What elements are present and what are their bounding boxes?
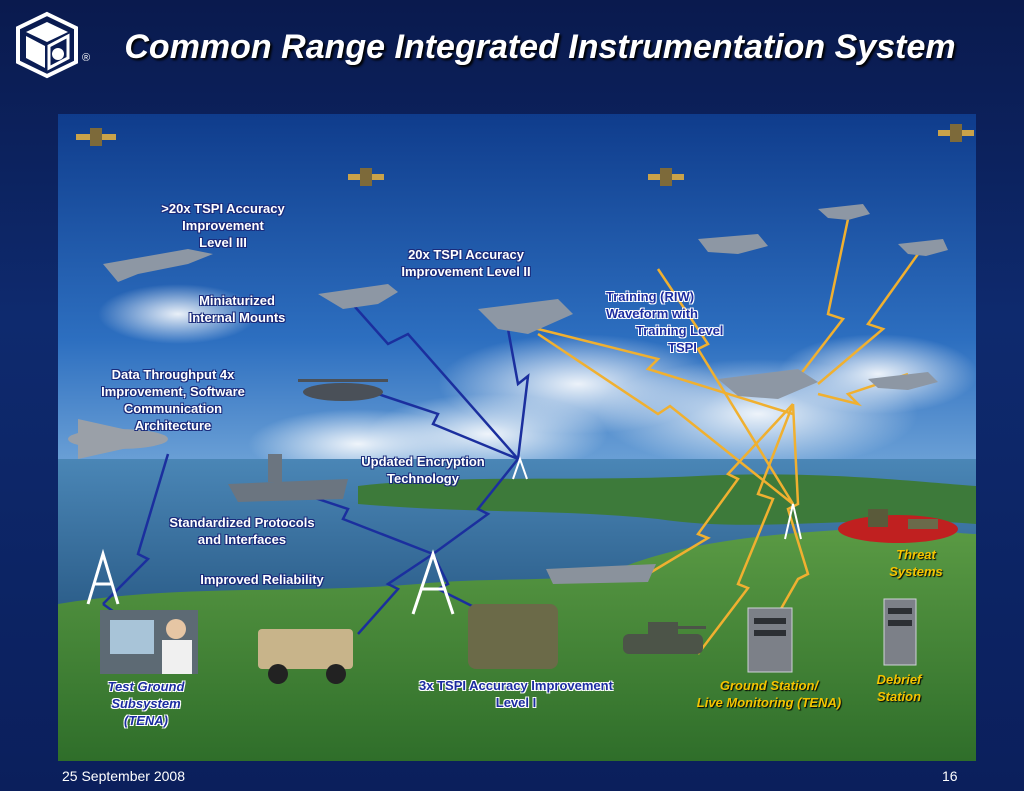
label-line: Waveform with	[606, 306, 698, 321]
label-line: Miniaturized	[199, 293, 275, 308]
radio-tower-icon	[86, 548, 120, 605]
label-line: Live Monitoring (TENA)	[696, 695, 842, 710]
label-line: TSPI	[668, 340, 697, 355]
label-line: Architecture	[134, 418, 212, 433]
label-debrief-station: Debrief Station	[854, 671, 944, 705]
label-line: 20x TSPI Accuracy	[408, 247, 524, 262]
label-line: Training (RIW)	[606, 289, 695, 304]
label-tspi-level-2: 20x TSPI Accuracy Improvement Level II	[376, 246, 556, 280]
footer-date: 25 September 2008	[62, 768, 185, 784]
label-line: Updated Encryption	[361, 454, 485, 469]
ship-icon	[546, 564, 656, 584]
slide-title: Common Range Integrated Instrumentation …	[124, 28, 956, 66]
satellite-icon	[648, 168, 684, 186]
server-rack-icon	[747, 607, 793, 673]
fighter-jet-icon	[103, 204, 948, 399]
label-line: and Interfaces	[197, 532, 287, 547]
label-line: Standardized Protocols	[169, 515, 315, 530]
operator-workstation-icon	[100, 610, 198, 674]
label-line: Ground Station/	[719, 678, 819, 693]
label-improved-reliability: Improved Reliability	[176, 571, 348, 588]
label-line: Internal Mounts	[188, 310, 286, 325]
scene-svg	[58, 114, 976, 761]
cargo-plane-icon	[68, 419, 168, 459]
label-line: Systems	[889, 564, 943, 579]
label-test-ground: Test Ground Subsystem (TENA)	[86, 678, 206, 729]
label-line: Subsystem	[111, 696, 181, 711]
threat-system-icon	[838, 509, 958, 543]
aircraft-carrier-icon	[228, 454, 348, 502]
radio-tower-icon	[512, 455, 528, 480]
tank-icon	[623, 622, 706, 654]
server-rack-icon	[883, 598, 917, 666]
label-line: 3x TSPI Accuracy Improvement	[419, 678, 613, 693]
label-line: Level III	[199, 235, 247, 250]
satellite-icon	[938, 124, 974, 142]
label-line: Station	[876, 689, 922, 704]
label-line: >20x TSPI Accuracy	[161, 201, 285, 216]
label-line: Communication	[123, 401, 223, 416]
label-miniaturized-mounts: Miniaturized Internal Mounts	[170, 292, 304, 326]
label-tspi-level-1: 3x TSPI Accuracy Improvement Level I	[386, 677, 646, 711]
label-line: Debrief	[876, 672, 922, 687]
satellite-icon	[348, 168, 384, 186]
satellite-icon	[76, 128, 116, 146]
label-line: Improvement, Software	[101, 384, 245, 399]
soldiers-icon	[468, 604, 558, 669]
label-training-riw: Training (RIW) Waveform with Training Le…	[606, 288, 766, 356]
logo-cube-icon	[16, 11, 78, 79]
radio-tower-icon	[784, 503, 802, 540]
humvee-icon	[258, 629, 353, 684]
label-line: Level I	[495, 695, 537, 710]
label-data-throughput: Data Throughput 4x Improvement, Software…	[80, 366, 266, 434]
label-line: Data Throughput 4x	[111, 367, 235, 382]
label-line: Technology	[387, 471, 459, 486]
label-updated-encryption: Updated Encryption Technology	[342, 453, 504, 487]
scene-illustration: >20x TSPI Accuracy Improvement Level III…	[58, 114, 976, 761]
helicopter-icon	[298, 379, 388, 401]
label-line: Improvement	[182, 218, 264, 233]
label-standardized-protocols: Standardized Protocols and Interfaces	[144, 514, 340, 548]
label-line: (TENA)	[123, 713, 169, 728]
label-line: Improvement Level II	[401, 264, 531, 279]
gold-links	[517, 218, 920, 655]
label-ground-station: Ground Station/ Live Monitoring (TENA)	[674, 677, 864, 711]
registered-mark: ®	[82, 52, 91, 64]
label-tspi-level-3: >20x TSPI Accuracy Improvement Level III	[140, 200, 306, 251]
page-number: 16	[942, 768, 958, 784]
radio-tower-icon	[411, 549, 455, 615]
label-threat-systems: Threat Systems	[868, 546, 964, 580]
label-line: Test Ground	[107, 679, 185, 694]
label-line: Training Level	[636, 323, 724, 338]
label-line: Threat	[896, 547, 936, 562]
label-line: Improved Reliability	[200, 572, 324, 587]
